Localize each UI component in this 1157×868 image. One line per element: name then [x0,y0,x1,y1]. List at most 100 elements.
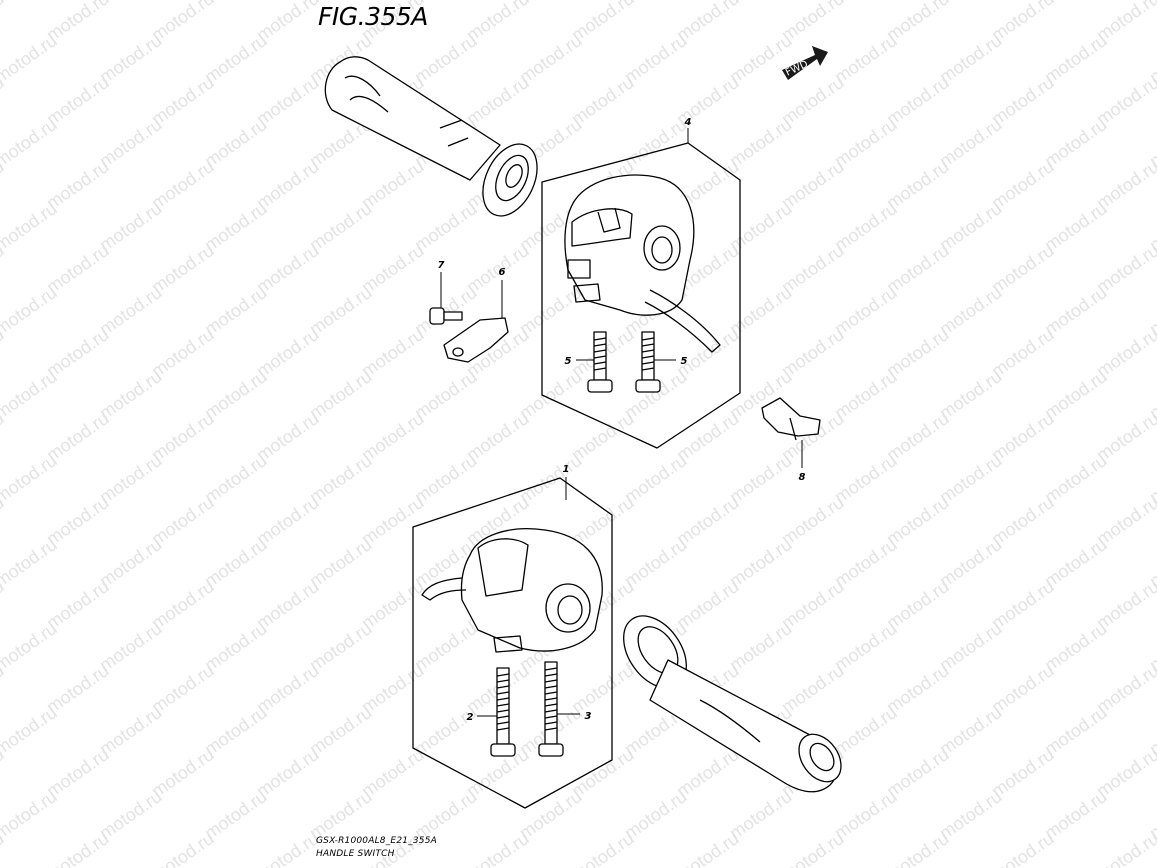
callout-2: 2 [467,712,474,723]
watermark-text: motod.ru [96,282,166,339]
watermark-text: motod.ru [936,702,1006,759]
watermark-text: motod.ru [306,450,376,507]
watermark-text: motod.ru [831,366,901,423]
watermark-text: motod.ru [516,786,586,843]
watermark-text: motod.ru [96,786,166,843]
watermark-text: motod.ru [0,30,60,87]
watermark-text: motod.ru [411,702,481,759]
watermark-text: motod.ru [726,30,796,87]
throttle-grip-drawing [623,615,842,793]
watermark-text: motod.ru [306,366,376,423]
watermark-text: motod.ru [306,618,376,675]
watermark-text: motod.ru [1041,198,1111,255]
watermark-text: motod.ru [778,828,848,868]
watermark-text: motod.ru [1041,618,1111,675]
watermark-text: motod.ru [1041,702,1111,759]
watermark-text: motod.ru [831,702,901,759]
watermark-text: motod.ru [148,828,218,868]
watermark-text: motod.ru [516,450,586,507]
watermark-text: motod.ru [726,534,796,591]
watermark-text: motod.ru [726,786,796,843]
watermark-text: motod.ru [0,702,60,759]
watermark-text: motod.ru [831,618,901,675]
watermark-text: motod.ru [568,828,638,868]
screw-3 [538,661,564,757]
watermark-text: motod.ru [936,30,1006,87]
watermark-text: motod.ru [936,618,1006,675]
watermark-text: motod.ru [831,282,901,339]
watermark-text: motod.ru [411,786,481,843]
watermark-text: motod.ru [1041,450,1111,507]
watermark-text: motod.ru [96,702,166,759]
watermark-text: motod.ru [0,786,60,843]
watermark-text: motod.ru [883,828,953,868]
watermark-text: motod.ru [43,828,113,868]
screw-5-left [587,331,613,393]
watermark-text: motod.ru [306,198,376,255]
screw-5-right [635,331,661,393]
watermark-text: motod.ru [516,366,586,423]
watermark-text: motod.ru [0,198,60,255]
watermark-text: motod.ru [201,366,271,423]
callout-8: 8 [799,472,806,483]
watermark-text: motod.ru [96,30,166,87]
watermark-text: motod.ru [1093,828,1157,868]
watermark-text: motod.ru [621,450,691,507]
watermark-text: motod.ru [306,702,376,759]
watermark-text: motod.ru [0,282,60,339]
watermark-text: motod.ru [621,366,691,423]
watermark-text: motod.ru [306,534,376,591]
watermark-text: motod.ru [831,198,901,255]
watermark-text: motod.ru [201,114,271,171]
clamp-8 [761,397,821,441]
watermark-text: motod.ru [201,534,271,591]
watermark-text: motod.ru [831,114,901,171]
watermark-text: motod.ru [621,114,691,171]
watermark-text: motod.ru [726,282,796,339]
clamp-6 [443,317,509,363]
watermark-text: motod.ru [201,282,271,339]
watermark-text: motod.ru [1041,30,1111,87]
leader-lines [440,128,803,717]
watermark-text: motod.ru [96,366,166,423]
figure-title: FIG.355A [318,2,428,31]
callout-7: 7 [438,260,445,271]
watermark-text: motod.ru [831,534,901,591]
watermark-text: motod.ru [831,450,901,507]
watermark-text: motod.ru [726,114,796,171]
watermark-text: motod.ru [306,282,376,339]
watermark-text: motod.ru [516,30,586,87]
watermark-text: motod.ru [1041,786,1111,843]
watermark-text: motod.ru [988,828,1058,868]
figure-code: GSX-R1000AL8_E21_355A [316,836,438,846]
watermark-text: motod.ru [726,198,796,255]
watermark-text: motod.ru [96,198,166,255]
watermark-text: motod.ru [201,198,271,255]
left-switch-housing-drawing [421,528,603,653]
watermark-text: motod.ru [621,534,691,591]
watermark-text: motod.ru [673,828,743,868]
callout-5-right: 5 [681,356,688,367]
callout-6: 6 [499,267,506,278]
callout-4: 4 [684,117,692,128]
watermark-text: motod.ru [1041,282,1111,339]
watermark-text: motod.ru [96,114,166,171]
watermark-text: motod.ru [463,828,533,868]
watermark-text: motod.ru [0,534,60,591]
watermark-text: motod.ru [201,30,271,87]
watermark-text: motod.ru [936,534,1006,591]
callout-1: 1 [563,464,570,475]
watermark-text: motod.ru [936,450,1006,507]
watermark-text: motod.ru [936,786,1006,843]
left-grip-drawing [324,56,538,217]
callout-5-left: 5 [565,356,572,367]
watermark-text: motod.ru [0,618,60,675]
assembly-frame-lower [412,477,613,809]
callout-3: 3 [585,711,592,722]
bolt-7 [429,307,463,325]
watermark-text: motod.ru [726,618,796,675]
watermark-text: motod.ru [253,828,323,868]
watermark-text: motod.ru [411,198,481,255]
watermark-text: motod.ru [96,534,166,591]
